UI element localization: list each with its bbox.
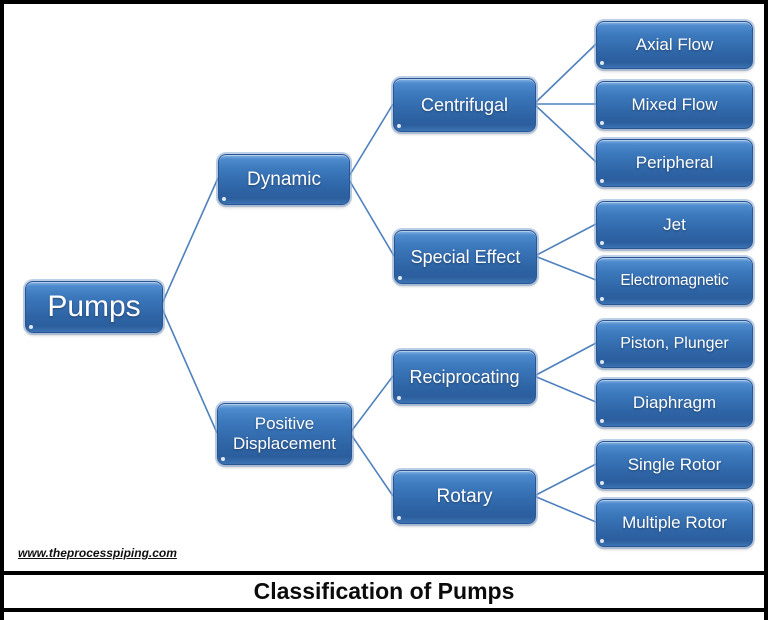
page-title: Classification of Pumps [253,578,515,604]
node-diaphragm: Diaphragm [596,379,753,427]
node-rotary: Rotary [393,470,536,524]
title-bar: Classification of Pumps [0,571,768,612]
node-pumps: Pumps [25,281,163,333]
node-peripheral: Peripheral [596,139,753,187]
node-centrifugal: Centrifugal [393,78,536,132]
node-reciprocating: Reciprocating [393,350,536,404]
node-positive-displacement: Positive Displacement [217,403,352,465]
node-piston-plunger: Piston, Plunger [596,320,753,368]
node-special-effect: Special Effect [394,230,537,284]
node-axial-flow: Axial Flow [596,21,753,69]
node-dynamic: Dynamic [218,154,350,205]
node-electromagnetic: Electromagnetic [596,257,753,305]
node-multiple-rotor: Multiple Rotor [596,499,753,547]
website-url: www.theprocesspiping.com [18,546,177,560]
node-single-rotor: Single Rotor [596,441,753,489]
node-jet: Jet [596,201,753,249]
node-mixed-flow: Mixed Flow [596,81,753,129]
